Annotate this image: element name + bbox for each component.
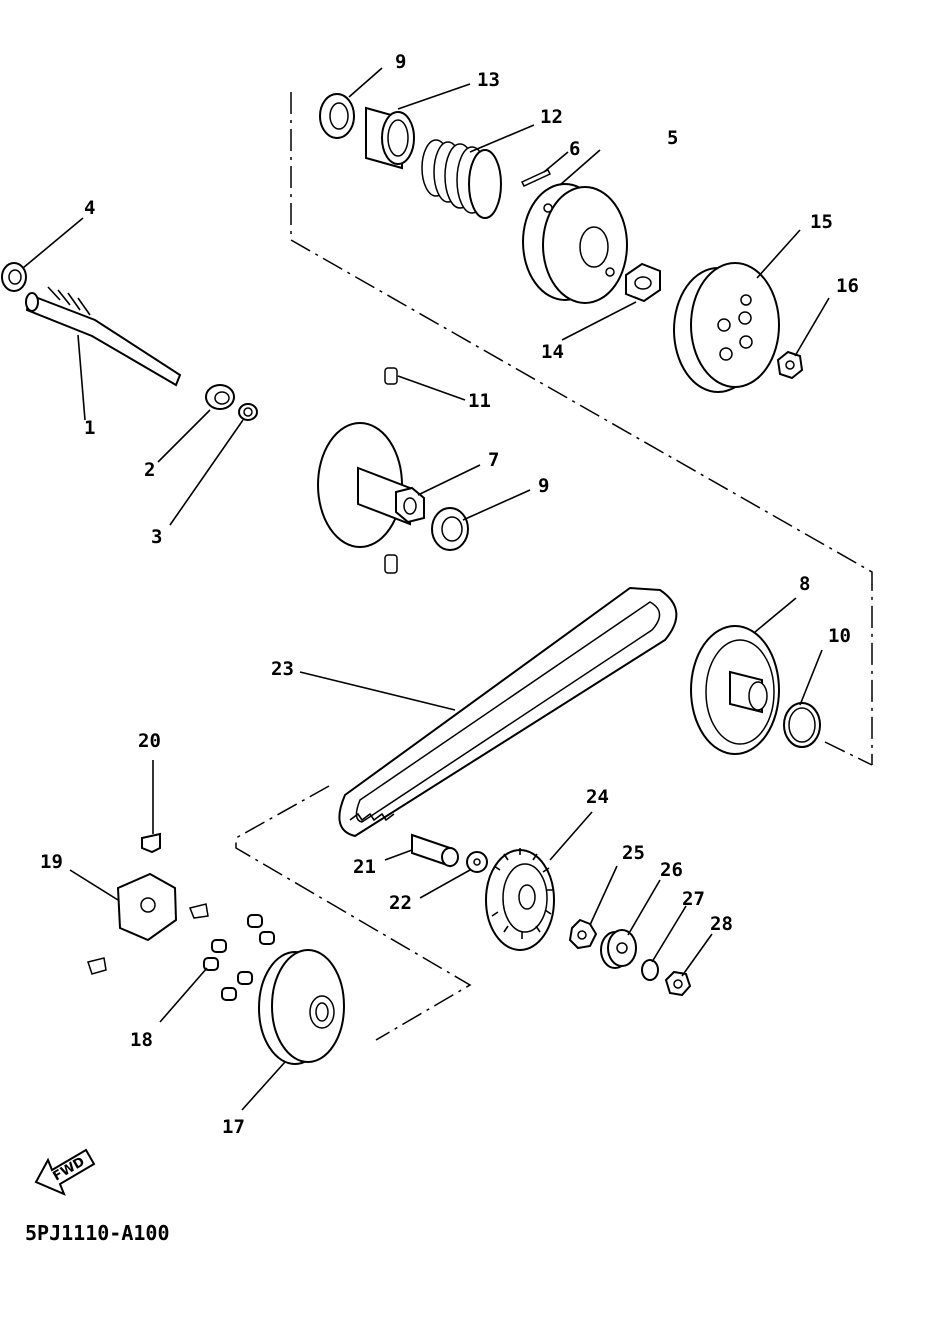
callout-15: 15 [810, 211, 833, 233]
assembly-outline-lower [235, 785, 472, 1041]
part-6-pin[interactable] [520, 169, 552, 187]
part-28-nut[interactable] [664, 970, 692, 997]
part-7-sliding-sheave[interactable] [317, 422, 425, 574]
callout-9-lower: 9 [538, 475, 549, 497]
part-21-collar[interactable] [411, 833, 459, 868]
part-26-one-way-clutch[interactable] [600, 929, 637, 969]
callout-24: 24 [586, 786, 609, 808]
part-14-nut[interactable] [625, 262, 661, 303]
part-3-circlip[interactable] [238, 403, 258, 421]
part-9-seal-lower[interactable] [431, 507, 469, 551]
callout-1: 1 [84, 417, 95, 439]
part-20-slider[interactable] [141, 832, 161, 854]
assembly-outline-right [824, 741, 873, 766]
callout-18: 18 [130, 1029, 153, 1051]
callout-6: 6 [569, 138, 580, 160]
callout-25: 25 [622, 842, 645, 864]
callout-3: 3 [151, 526, 162, 548]
callout-20: 20 [138, 730, 161, 752]
callout-5: 5 [667, 127, 678, 149]
assembly-outline-upper [290, 92, 873, 765]
part-12-spring[interactable] [421, 139, 502, 219]
callout-27: 27 [682, 888, 705, 910]
part-27-washer[interactable] [641, 959, 659, 981]
part-18-weights[interactable] [203, 914, 275, 1001]
callout-4: 4 [84, 197, 95, 219]
callout-19: 19 [40, 851, 63, 873]
callout-13: 13 [477, 69, 500, 91]
callout-17: 17 [222, 1116, 245, 1138]
part-24-primary-fixed-sheave[interactable] [485, 848, 555, 951]
part-9-seal-upper[interactable] [319, 93, 355, 139]
callout-10: 10 [828, 625, 851, 647]
callout-26: 26 [660, 859, 683, 881]
callout-2: 2 [144, 459, 155, 481]
callout-8: 8 [799, 573, 810, 595]
part-23-v-belt[interactable] [338, 586, 678, 838]
callout-12: 12 [540, 106, 563, 128]
part-16-nut[interactable] [776, 350, 804, 380]
part-2-bearing[interactable] [205, 384, 235, 410]
drawing-code: 5PJ1110-A100 [25, 1221, 170, 1245]
part-13-guide[interactable] [365, 106, 415, 170]
callout-9-upper: 9 [395, 51, 406, 73]
callout-28: 28 [710, 913, 733, 935]
part-19-cam[interactable] [87, 872, 209, 975]
part-8-fixed-sheave[interactable] [690, 625, 780, 755]
part-15-clutch-housing[interactable] [673, 262, 780, 393]
callout-14: 14 [541, 341, 564, 363]
part-11-grease-nipple[interactable] [384, 367, 398, 385]
leader-lines [22, 67, 830, 1111]
part-5-clutch-assembly[interactable] [522, 183, 628, 304]
part-22-washer[interactable] [466, 851, 488, 873]
part-17-primary-sliding-sheave[interactable] [258, 949, 345, 1065]
callout-7: 7 [488, 449, 499, 471]
callout-16: 16 [836, 275, 859, 297]
fwd-arrow-icon: FWD [34, 1148, 96, 1196]
callout-21: 21 [353, 856, 376, 878]
callout-23: 23 [271, 658, 294, 680]
part-4-oil-seal[interactable] [1, 262, 27, 292]
part-25-spacer[interactable] [568, 918, 598, 950]
part-10-o-ring[interactable] [783, 702, 821, 748]
part-1-shaft[interactable] [25, 286, 182, 387]
callout-22: 22 [389, 892, 412, 914]
callout-11: 11 [468, 390, 491, 412]
